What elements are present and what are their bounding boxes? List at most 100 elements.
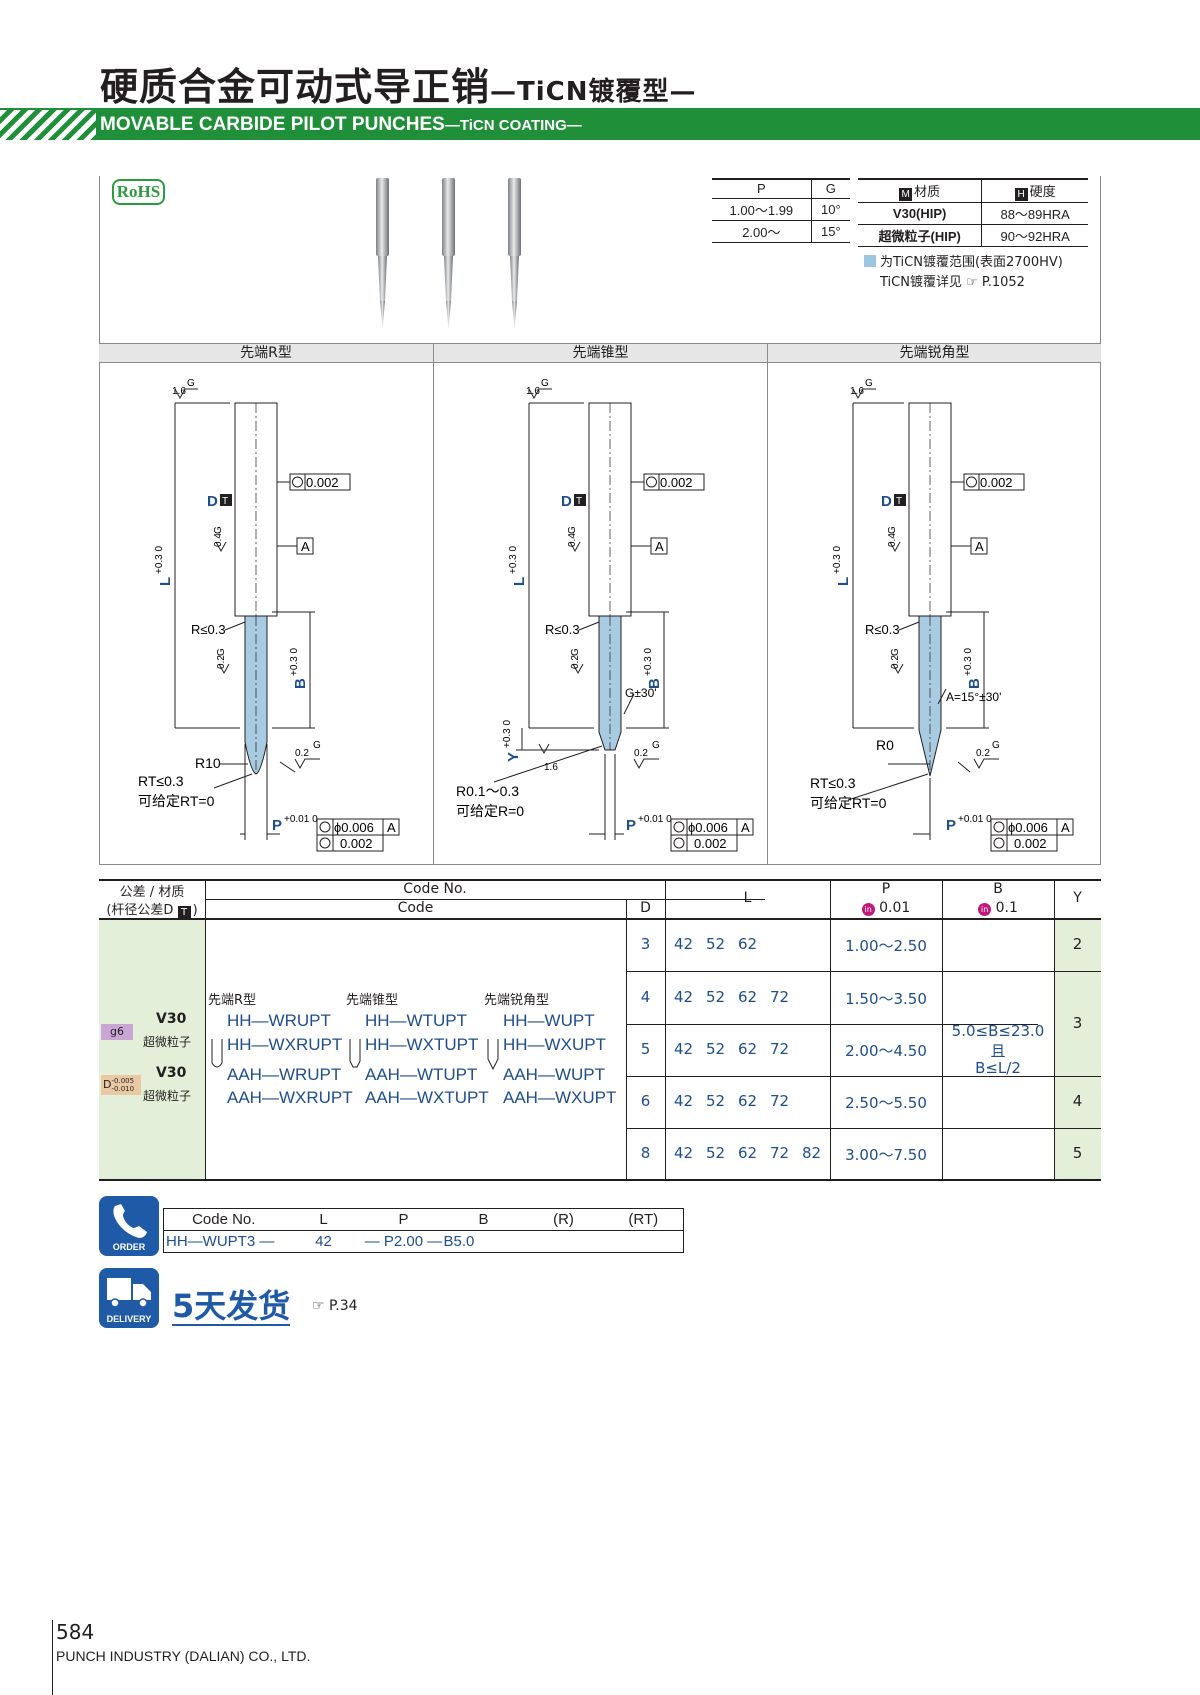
ref-link[interactable]: P.34: [329, 1298, 358, 1314]
y-column-bg: [1054, 919, 1101, 1181]
drawing-taper-type: 1.6 G 0.002 A D T L +0.3 0 0.4 G R≤0.3 0…: [456, 378, 754, 852]
code-item[interactable]: HH—WXUPT: [503, 1035, 606, 1054]
svg-text:0.2: 0.2: [570, 655, 581, 669]
svg-text:T: T: [896, 496, 902, 507]
dim-d-label: D: [207, 493, 218, 510]
table-row-d: 6: [640, 1092, 651, 1110]
svg-text:R≤0.3: R≤0.3: [545, 622, 580, 637]
dim-d-label: D: [881, 493, 892, 510]
t-mark: [220, 494, 232, 506]
svg-text:G: G: [652, 740, 660, 751]
code-item[interactable]: AAH—WXTUPT: [365, 1088, 489, 1107]
dim-y-label: Y: [505, 752, 522, 762]
svg-text:0.2: 0.2: [216, 655, 227, 669]
tip-note: 可给定RT=0: [810, 795, 887, 811]
pointing-hand-icon: ☞: [312, 1298, 325, 1314]
col-b: B: [993, 881, 1003, 897]
table-row: 2.00～15°: [712, 220, 850, 243]
sharp-tip-icon: [487, 1039, 499, 1071]
table-row-d: 8: [640, 1144, 651, 1162]
pg-header-g: G: [810, 178, 850, 199]
drawing-r-type: 1.6 G 0.002 A D T L +0.3 0 0.4 G R≤0.3 0…: [138, 378, 400, 852]
page-subtitle: MOVABLE CARBIDE PILOT PUNCHES—TiCN COATI…: [100, 114, 582, 136]
dim-d-label: D: [561, 493, 572, 510]
roughness-label: 1.6: [172, 386, 186, 397]
title-band: [0, 108, 1200, 140]
delivery-icon: DELIVERY: [99, 1268, 159, 1328]
svg-text:0.002: 0.002: [340, 836, 373, 851]
svg-text:T: T: [576, 496, 582, 507]
pg-header-p: P: [712, 178, 812, 199]
company-name: PUNCH INDUSTRY (DALIAN) CO., LTD.: [56, 1648, 311, 1664]
code-item[interactable]: HH—WTUPT: [365, 1011, 467, 1030]
spec-table: 公差 / 材质 (杆径公差D T) Code No. Code D L P in…: [99, 879, 1101, 1181]
code-item[interactable]: HH—WUPT: [503, 1011, 595, 1030]
order-l: 42: [283, 1230, 364, 1253]
code-item[interactable]: HH—WXTUPT: [365, 1035, 479, 1054]
svg-text:+0.01 0: +0.01 0: [958, 814, 992, 825]
title-cn: 硬质合金可动式导正销: [100, 65, 491, 109]
product-panel: [99, 176, 1101, 865]
pin-1-icon: [376, 178, 389, 329]
svg-text:0.002: 0.002: [660, 475, 693, 490]
code-item[interactable]: AAH—WUPT: [503, 1065, 605, 1084]
svg-text:0.002: 0.002: [694, 836, 727, 851]
dim-b-label: B: [966, 678, 983, 689]
dim-l-label: L: [157, 577, 174, 586]
order-icon: ORDER: [99, 1196, 159, 1256]
drawing-sharp-type: 1.6 G 0.002 A D T L +0.3 0 0.4 G R≤0.3 0…: [810, 378, 1074, 852]
svg-text:1.6: 1.6: [526, 386, 540, 397]
ref-link[interactable]: P.1052: [981, 275, 1025, 290]
svg-text:0.4: 0.4: [567, 533, 578, 547]
dim-p-label: P: [946, 817, 956, 834]
tip-note: 可给定RT=0: [138, 793, 215, 809]
svg-text:0.2: 0.2: [976, 748, 990, 759]
svg-text:A: A: [741, 820, 750, 835]
tip-header-taper: 先端锥型: [434, 343, 767, 363]
taper-tip-icon: [349, 1039, 361, 1068]
dim-p-label: P: [272, 817, 282, 834]
code-item[interactable]: AAH—WTUPT: [365, 1065, 478, 1084]
tip-header-sharp: 先端锐角型: [768, 343, 1101, 363]
tol-g6-badge: g6: [101, 1024, 133, 1040]
svg-text:ϕ0.006: ϕ0.006: [688, 820, 728, 835]
dim-p-label: P: [626, 817, 636, 834]
tip-rt-label: RT≤0.3: [138, 773, 184, 789]
col-p: P: [881, 881, 891, 897]
unit-mark-icon: in: [978, 903, 992, 916]
truck-icon: [107, 1278, 151, 1308]
svg-text:T: T: [222, 496, 228, 507]
tip-header-r: 先端R型: [99, 343, 433, 363]
order-example-table: Code No. L P B (R) (RT) HH—WUPT3 — 42 — …: [163, 1208, 684, 1253]
svg-text:A: A: [387, 820, 396, 835]
svg-text:A: A: [1061, 820, 1070, 835]
product-photo: [376, 178, 521, 329]
code-item[interactable]: AAH—WXUPT: [503, 1088, 617, 1107]
svg-text:+0.3 0: +0.3 0: [289, 647, 300, 676]
svg-text:+0.3 0: +0.3 0: [508, 545, 519, 574]
code-item[interactable]: HH—WRUPT: [227, 1011, 331, 1030]
tip-r-label: R0.1～0.3: [456, 783, 519, 799]
title-en: MOVABLE CARBIDE PILOT PUNCHES: [100, 114, 445, 135]
svg-text:G: G: [887, 526, 898, 534]
svg-text:G: G: [187, 378, 195, 389]
svg-text:0.2: 0.2: [890, 655, 901, 669]
title-band-stripes: [0, 110, 96, 140]
dim-b-label: B: [646, 678, 663, 689]
r-tip-icon: [211, 1039, 223, 1068]
code-item[interactable]: AAH—WRUPT: [227, 1065, 342, 1084]
svg-text:0.2: 0.2: [634, 748, 648, 759]
page-title: 硬质合金可动式导正销—TiCN镀覆型—: [100, 56, 697, 111]
code-item[interactable]: AAH—WXRUPT: [227, 1088, 353, 1107]
table-row-d: 4: [640, 988, 651, 1006]
svg-text:+0.3 0: +0.3 0: [502, 719, 513, 748]
svg-text:A: A: [655, 539, 664, 554]
unit-mark-icon: in: [861, 903, 875, 916]
col-code-no: Code No.: [403, 881, 467, 897]
svg-text:0.4: 0.4: [887, 533, 898, 547]
svg-text:G: G: [567, 526, 578, 534]
table-row: 超微粒子(HIP)90～92HRA: [858, 224, 1088, 247]
code-item[interactable]: HH—WXRUPT: [227, 1035, 343, 1054]
